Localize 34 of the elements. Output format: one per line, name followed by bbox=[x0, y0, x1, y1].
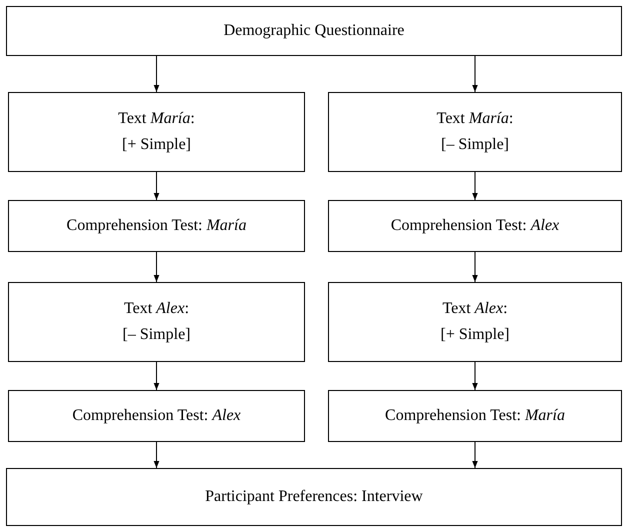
arrow bbox=[472, 362, 478, 390]
box-label: Text María: bbox=[436, 109, 514, 130]
box-label: Text Alex: bbox=[442, 299, 508, 320]
arrow bbox=[472, 442, 478, 468]
box-label: Comprehension Test: María bbox=[66, 216, 246, 236]
process-box bbox=[328, 282, 622, 362]
process-box bbox=[328, 92, 622, 172]
arrow bbox=[472, 56, 478, 92]
process-box bbox=[6, 6, 622, 56]
process-box bbox=[8, 282, 305, 362]
box-label: Participant Preferences: Interview bbox=[205, 487, 423, 508]
arrow bbox=[472, 252, 478, 282]
arrow bbox=[154, 252, 160, 282]
process-box bbox=[328, 390, 622, 442]
process-box bbox=[6, 468, 622, 526]
box-label: Text María: bbox=[118, 109, 195, 130]
box-label: Comprehension Test: Alex bbox=[72, 406, 241, 426]
process-box bbox=[8, 390, 305, 442]
arrow bbox=[472, 172, 478, 200]
process-box bbox=[8, 200, 305, 252]
box-label: [+ Simple] bbox=[440, 325, 510, 345]
box-label: Comprehension Test: María bbox=[385, 406, 565, 426]
box-label: Comprehension Test: Alex bbox=[390, 216, 560, 236]
arrow bbox=[154, 442, 160, 468]
box-label: Text Alex: bbox=[124, 299, 190, 320]
box-label: [– Simple] bbox=[441, 135, 509, 155]
box-label: [+ Simple] bbox=[122, 135, 191, 155]
arrow bbox=[154, 56, 160, 92]
process-box bbox=[328, 200, 622, 252]
box-label: [– Simple] bbox=[122, 325, 190, 345]
box-label: Demographic Questionnaire bbox=[224, 21, 404, 42]
arrow bbox=[154, 362, 160, 390]
process-box bbox=[8, 92, 305, 172]
arrow bbox=[154, 172, 160, 200]
